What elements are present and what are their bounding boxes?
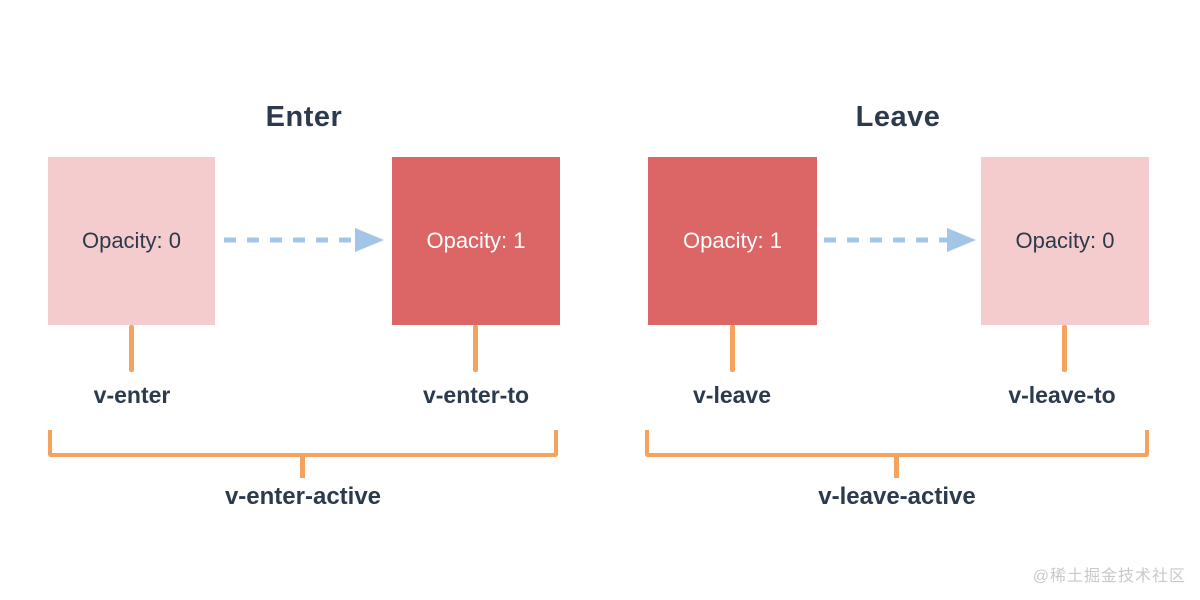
leave-end-box-label: Opacity: 0 [1015,228,1115,253]
connector-line [1062,325,1067,372]
class-label-v-enter: v-enter [93,382,171,408]
connector-line [473,325,478,372]
leave-start-box: Opacity: 1 [648,157,817,325]
class-label-v-leave-to: v-leave-to [1008,382,1116,408]
panel-leave: Leave Opacity: 1 Opacity: 0 v-leave v-le… [600,0,1200,600]
class-label-v-leave-active: v-leave-active [818,483,976,510]
watermark: @稀土掘金技术社区 [1032,568,1186,585]
class-label-v-enter-to: v-enter-to [422,382,530,408]
enter-end-box: Opacity: 1 [392,157,560,325]
active-range-bracket [48,430,558,457]
transition-arrow-icon [824,228,976,252]
connector-line [730,325,735,372]
bracket-stem [300,457,305,478]
leave-end-box: Opacity: 0 [981,157,1149,325]
leave-start-box-label: Opacity: 1 [682,228,783,253]
panel-leave-title: Leave [855,101,941,134]
class-label-v-enter-active: v-enter-active [224,483,382,510]
panel-enter: Enter Opacity: 0 Opacity: 1 v-enter v-en… [48,101,560,510]
active-range-bracket [645,430,1149,457]
transition-arrow-icon [224,228,384,252]
enter-end-box-label: Opacity: 1 [426,228,526,253]
connector-line [129,325,134,372]
panel-enter-title: Enter [265,101,343,134]
class-label-v-leave: v-leave [692,382,772,408]
bracket-stem [894,457,899,478]
enter-start-box: Opacity: 0 [48,157,215,325]
enter-start-box-label: Opacity: 0 [81,228,182,253]
